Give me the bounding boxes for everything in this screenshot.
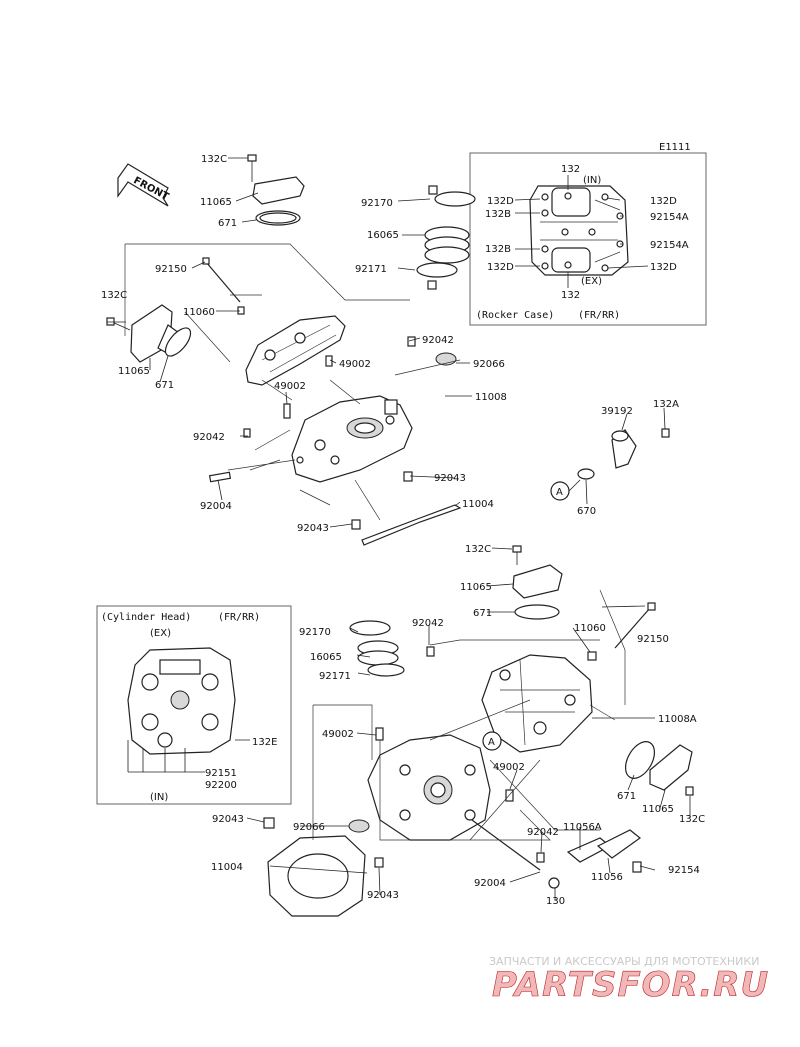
rocker-label-in: (IN) — [583, 175, 601, 186]
callout-49002-a: 49002 — [339, 359, 371, 370]
marker-a-top: A — [556, 487, 563, 498]
callout-130: 130 — [546, 896, 565, 907]
callout-49002-b: 49002 — [274, 381, 306, 392]
rocker-callout-132-bot: 132 — [561, 290, 580, 301]
callout-671-left: 671 — [155, 380, 174, 391]
rocker-inset-caption: (Rocker Case) — [476, 310, 554, 321]
diagram-code: E1111 — [659, 142, 691, 153]
callout-11056: 11056 — [591, 872, 623, 883]
front-cylinder-assembly: 132C 11065 671 92150 132C 11060 11065 67… — [101, 154, 507, 546]
callout-92066-bot: 92066 — [293, 822, 325, 833]
watermark-tagline: ЗАПЧАСТИ И АКСЕССУАРЫ ДЛЯ МОТОТЕХНИКИ — [489, 955, 759, 968]
callout-16065-bot: 16065 — [310, 652, 342, 663]
head-inset-variant: (FR/RR) — [218, 612, 260, 623]
callout-132C-left: 132C — [101, 290, 127, 301]
callout-671-top: 671 — [218, 218, 237, 229]
callout-92043-a: 92043 — [434, 473, 466, 484]
callout-49002-d: 49002 — [493, 762, 525, 773]
callout-92042-c: 92042 — [412, 618, 444, 629]
callout-92004-top: 92004 — [200, 501, 232, 512]
callout-92066-top: 92066 — [473, 359, 505, 370]
head-inset-caption: (Cylinder Head) — [101, 612, 191, 623]
watermark-brand: PARTSFOR.RU — [492, 965, 769, 1005]
callout-92043-d: 92043 — [367, 890, 399, 901]
rocker-case-inset: E1111 132 (IN) 132D 132B 132D 92154A 132… — [469, 142, 707, 326]
callout-92042-b: 92042 — [193, 432, 225, 443]
head-callout-132E: 132E — [252, 737, 277, 748]
callout-132C-mid: 132C — [465, 544, 491, 555]
callout-132C-top: 132C — [201, 154, 227, 165]
callout-11060-top: 11060 — [183, 307, 215, 318]
water-fitting-assembly: 39192 132A A 670 — [550, 399, 679, 517]
head-callout-92151: 92151 — [205, 768, 237, 779]
callout-92004-bot: 92004 — [474, 878, 506, 889]
callout-92042-d: 92042 — [527, 827, 559, 838]
callout-11008A: 11008A — [658, 714, 697, 725]
callout-49002-c: 49002 — [322, 729, 354, 740]
callout-670: 670 — [577, 506, 596, 517]
marker-a-bot: A — [488, 737, 495, 748]
rocker-callout-132D-tr: 132D — [650, 196, 677, 207]
callout-11065-left: 11065 — [118, 366, 150, 377]
callout-11056A: 11056A — [563, 822, 602, 833]
rocker-callout-132-top: 132 — [561, 164, 580, 175]
front-arrow-icon: FRONT — [117, 163, 171, 207]
rocker-label-ex: (EX) — [581, 276, 602, 287]
callout-11065-bot: 11065 — [642, 804, 674, 815]
rocker-callout-92154A-1: 92154A — [650, 212, 689, 223]
callout-132C-bot: 132C — [679, 814, 705, 825]
callout-92170-top: 92170 — [361, 198, 393, 209]
callout-92171-top: 92171 — [355, 264, 387, 275]
rocker-callout-132B-tl: 132B — [485, 209, 511, 220]
head-label-in: (IN) — [150, 792, 168, 803]
callout-92154: 92154 — [668, 865, 700, 876]
rocker-callout-132D-tl: 132D — [487, 196, 514, 207]
callout-92043-b: 92043 — [297, 523, 329, 534]
cylinder-head-inset: (Cylinder Head) (FR/RR) (EX) 132E 92151 … — [96, 605, 292, 805]
rocker-callout-132D-br: 132D — [650, 262, 677, 273]
rocker-callout-132D-bl: 132D — [487, 262, 514, 273]
rocker-callout-92154A-2: 92154A — [650, 240, 689, 251]
callout-11065-top: 11065 — [200, 197, 232, 208]
callout-92043-c: 92043 — [212, 814, 244, 825]
callout-92042-a: 92042 — [422, 335, 454, 346]
callout-132A: 132A — [653, 399, 679, 410]
head-callout-92200: 92200 — [205, 780, 237, 791]
rocker-inset-variant: (FR/RR) — [578, 310, 620, 321]
callout-671-mid: 671 — [473, 608, 492, 619]
callout-11065-mid: 11065 — [460, 582, 492, 593]
rear-cylinder-assembly: 132C 11065 671 92170 92042 16065 92171 1… — [211, 544, 705, 917]
callout-92150-bot: 92150 — [637, 634, 669, 645]
callout-39192: 39192 — [601, 406, 633, 417]
callout-92170-bot: 92170 — [299, 627, 331, 638]
callout-11004-bot: 11004 — [211, 862, 243, 873]
head-label-ex: (EX) — [150, 628, 171, 639]
callout-92171-bot: 92171 — [319, 671, 351, 682]
callout-11004-top: 11004 — [462, 499, 494, 510]
callout-671-bot: 671 — [617, 791, 636, 802]
watermark-logo: ЗАПЧАСТИ И АКСЕССУАРЫ ДЛЯ МОТОТЕХНИКИ PA… — [489, 955, 769, 1005]
callout-92150-top: 92150 — [155, 264, 187, 275]
rocker-callout-132B-bl: 132B — [485, 244, 511, 255]
callout-16065-top: 16065 — [367, 230, 399, 241]
callout-11008: 11008 — [475, 392, 507, 403]
callout-11060-bot: 11060 — [574, 623, 606, 634]
